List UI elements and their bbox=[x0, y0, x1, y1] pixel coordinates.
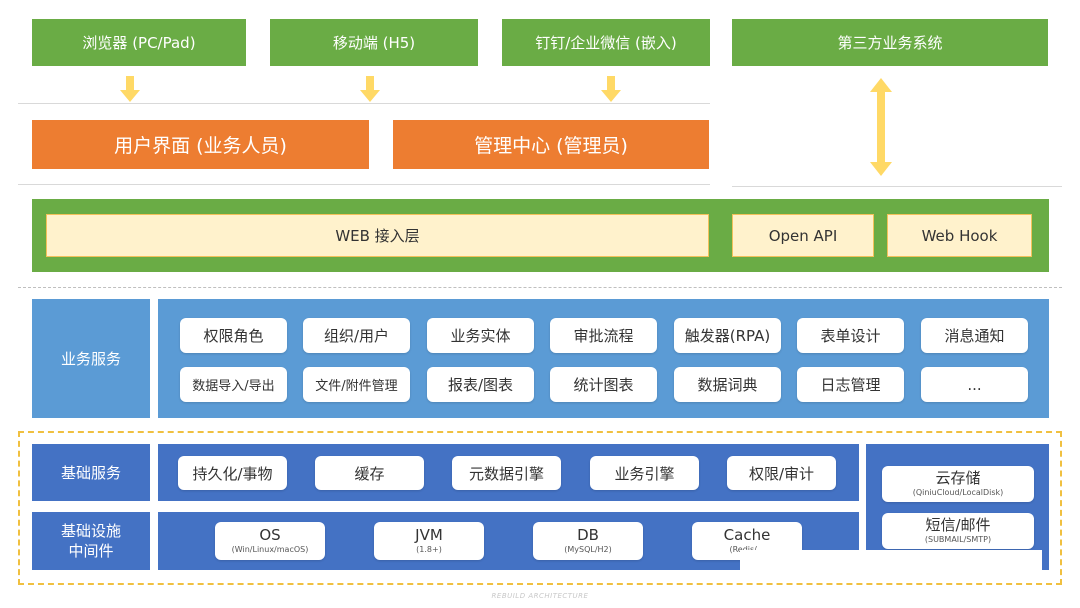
overlay-patch bbox=[740, 550, 1042, 582]
chip-label: 业务实体 bbox=[450, 327, 511, 345]
chip-business-engine: 业务引擎 bbox=[590, 456, 699, 490]
infrastructure-label-line1: 基础设施 bbox=[60, 522, 121, 540]
chip-detail: (MySQL/H2) bbox=[564, 544, 612, 554]
chip-os: OS(Win/Linux/macOS) bbox=[215, 522, 325, 560]
divider bbox=[732, 186, 1062, 187]
chip-label: 统计图表 bbox=[573, 376, 634, 394]
web-hook-box: Web Hook bbox=[887, 214, 1032, 257]
chip-cache: 缓存 bbox=[315, 456, 424, 490]
business-services-label: 业务服务 bbox=[60, 349, 121, 368]
external-services-panel bbox=[866, 444, 1049, 570]
chip-label: 消息通知 bbox=[944, 327, 1005, 345]
core-dashed-frame bbox=[18, 431, 1062, 585]
chip-reports: 报表/图表 bbox=[427, 367, 534, 402]
chip-label: 数据导入/导出 bbox=[192, 379, 275, 394]
chip-file-management: 文件/附件管理 bbox=[303, 367, 410, 402]
chip-label: 数据词典 bbox=[697, 376, 758, 394]
client-third-party: 第三方业务系统 bbox=[732, 19, 1048, 66]
chip-detail: (1.8+) bbox=[416, 544, 442, 554]
chip-detail: (Win/Linux/macOS) bbox=[231, 544, 309, 554]
chip-jvm: JVM(1.8+) bbox=[374, 522, 484, 560]
web-hook-label: Web Hook bbox=[921, 226, 998, 245]
down-arrow-icon bbox=[601, 76, 621, 102]
client-mobile-label: 移动端 (H5) bbox=[332, 34, 416, 52]
chip-form-design: 表单设计 bbox=[797, 318, 904, 353]
client-dingtalk: 钉钉/企业微信 (嵌入) bbox=[502, 19, 710, 66]
client-mobile: 移动端 (H5) bbox=[270, 19, 478, 66]
chip-label: 权限/审计 bbox=[748, 464, 815, 483]
user-ui-box: 用户界面 (业务人员) bbox=[32, 120, 369, 169]
chip-title: 云存储 bbox=[935, 469, 981, 488]
chip-label: 持久化/事物 bbox=[192, 464, 273, 483]
admin-ui-box: 管理中心 (管理员) bbox=[393, 120, 709, 169]
infrastructure-label-box: 基础设施 中间件 bbox=[32, 512, 150, 570]
chip-label: 报表/图表 bbox=[447, 376, 514, 394]
chip-label: 文件/附件管理 bbox=[315, 379, 398, 394]
admin-ui-label: 管理中心 (管理员) bbox=[474, 135, 628, 157]
divider bbox=[18, 103, 710, 104]
base-services-label-box: 基础服务 bbox=[32, 444, 150, 501]
chip-db: DB(MySQL/H2) bbox=[533, 522, 643, 560]
client-browser: 浏览器 (PC/Pad) bbox=[32, 19, 246, 66]
chip-persistence: 持久化/事物 bbox=[178, 456, 287, 490]
client-third-party-label: 第三方业务系统 bbox=[837, 34, 943, 52]
divider bbox=[18, 287, 1062, 288]
chip-data-import-export: 数据导入/导出 bbox=[180, 367, 287, 402]
chip-cloud-storage: 云存储(QiniuCloud/LocalDisk) bbox=[882, 466, 1034, 502]
client-dingtalk-label: 钉钉/企业微信 (嵌入) bbox=[535, 34, 677, 52]
chip-more: ... bbox=[921, 367, 1028, 402]
web-access-box: WEB 接入层 bbox=[46, 214, 709, 257]
footer-label: REBUILD ARCHITECTURE bbox=[491, 592, 589, 600]
chip-title: 短信/邮件 bbox=[925, 516, 991, 535]
double-arrow-icon bbox=[870, 78, 892, 176]
footer-caption: REBUILD ARCHITECTURE bbox=[440, 590, 640, 602]
chip-label: 组织/用户 bbox=[323, 327, 390, 345]
chip-title: Cache bbox=[723, 526, 771, 545]
chip-notifications: 消息通知 bbox=[921, 318, 1028, 353]
chip-detail: (SUBMAIL/SMTP) bbox=[924, 534, 992, 544]
chip-business-entity: 业务实体 bbox=[427, 318, 534, 353]
open-api-box: Open API bbox=[732, 214, 874, 257]
client-browser-label: 浏览器 (PC/Pad) bbox=[82, 34, 196, 52]
chip-title: OS bbox=[259, 526, 281, 545]
chip-statistics-charts: 统计图表 bbox=[550, 367, 657, 402]
chip-approval-flow: 审批流程 bbox=[550, 318, 657, 353]
user-ui-label: 用户界面 (业务人员) bbox=[114, 135, 287, 157]
infrastructure-label-line2: 中间件 bbox=[68, 542, 114, 560]
chip-label: 元数据引擎 bbox=[468, 464, 544, 483]
chip-label: 日志管理 bbox=[820, 376, 881, 394]
chip-org-users: 组织/用户 bbox=[303, 318, 410, 353]
chip-detail: (QiniuCloud/LocalDisk) bbox=[912, 487, 1004, 497]
open-api-label: Open API bbox=[768, 226, 838, 245]
chip-metadata-engine: 元数据引擎 bbox=[452, 456, 561, 490]
web-access-label: WEB 接入层 bbox=[335, 227, 420, 245]
chip-label: 权限角色 bbox=[203, 327, 264, 345]
divider bbox=[18, 184, 710, 185]
chip-trigger-rpa: 触发器(RPA) bbox=[674, 318, 781, 353]
chip-label: 业务引擎 bbox=[614, 464, 675, 483]
chip-data-dictionary: 数据词典 bbox=[674, 367, 781, 402]
chip-sms-email: 短信/邮件(SUBMAIL/SMTP) bbox=[882, 513, 1034, 549]
chip-title: JVM bbox=[415, 526, 443, 545]
chip-log-management: 日志管理 bbox=[797, 367, 904, 402]
down-arrow-icon bbox=[360, 76, 380, 102]
chip-detail: (Redis/... bbox=[729, 545, 764, 555]
chip-title: DB bbox=[577, 526, 599, 545]
chip-label: 审批流程 bbox=[573, 327, 634, 345]
chip-label: 触发器(RPA) bbox=[684, 327, 771, 345]
chip-label: 缓存 bbox=[354, 464, 385, 483]
chip-permission-audit: 权限/审计 bbox=[727, 456, 836, 490]
down-arrow-icon bbox=[120, 76, 140, 102]
business-services-label-box: 业务服务 bbox=[32, 299, 150, 418]
base-services-label: 基础服务 bbox=[60, 463, 121, 482]
chip-permission-roles: 权限角色 bbox=[180, 318, 287, 353]
chip-label: 表单设计 bbox=[820, 327, 881, 345]
chip-label: ... bbox=[967, 375, 982, 394]
